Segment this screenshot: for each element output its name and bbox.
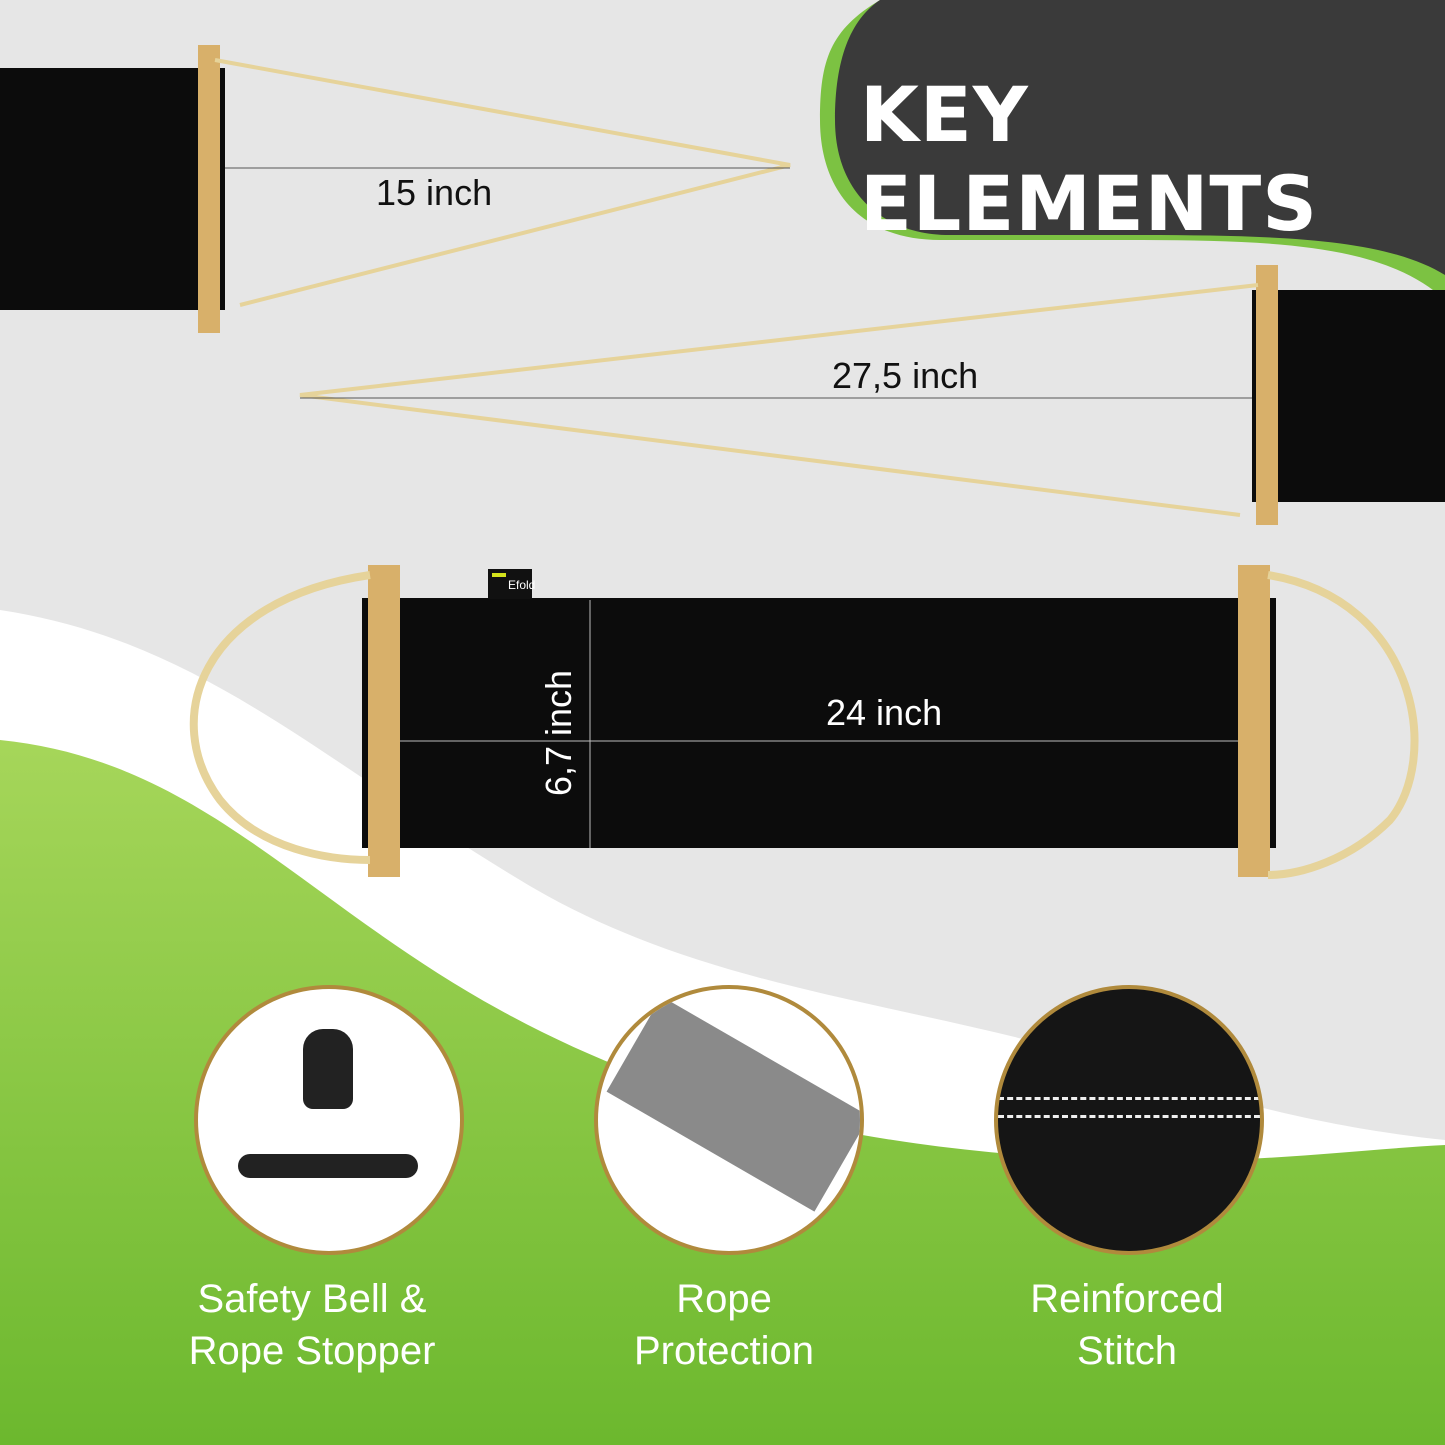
logo: Efold — [508, 578, 536, 592]
reinforced-stitch-image — [994, 985, 1264, 1255]
page-title: KEY ELEMENTS — [860, 70, 1318, 248]
short-rope-length: 15 inch — [376, 172, 493, 213]
long-rope-length: 27,5 inch — [832, 355, 979, 396]
feature-caption-safety-bell: Safety Bell &Rope Stopper — [188, 1277, 436, 1373]
rope-protection-image — [594, 985, 864, 1255]
height-label: 6,7 inch — [538, 669, 580, 797]
hammock-short — [0, 45, 791, 333]
width-label: 24 inch — [826, 692, 943, 733]
safety-bell-image — [194, 985, 464, 1255]
